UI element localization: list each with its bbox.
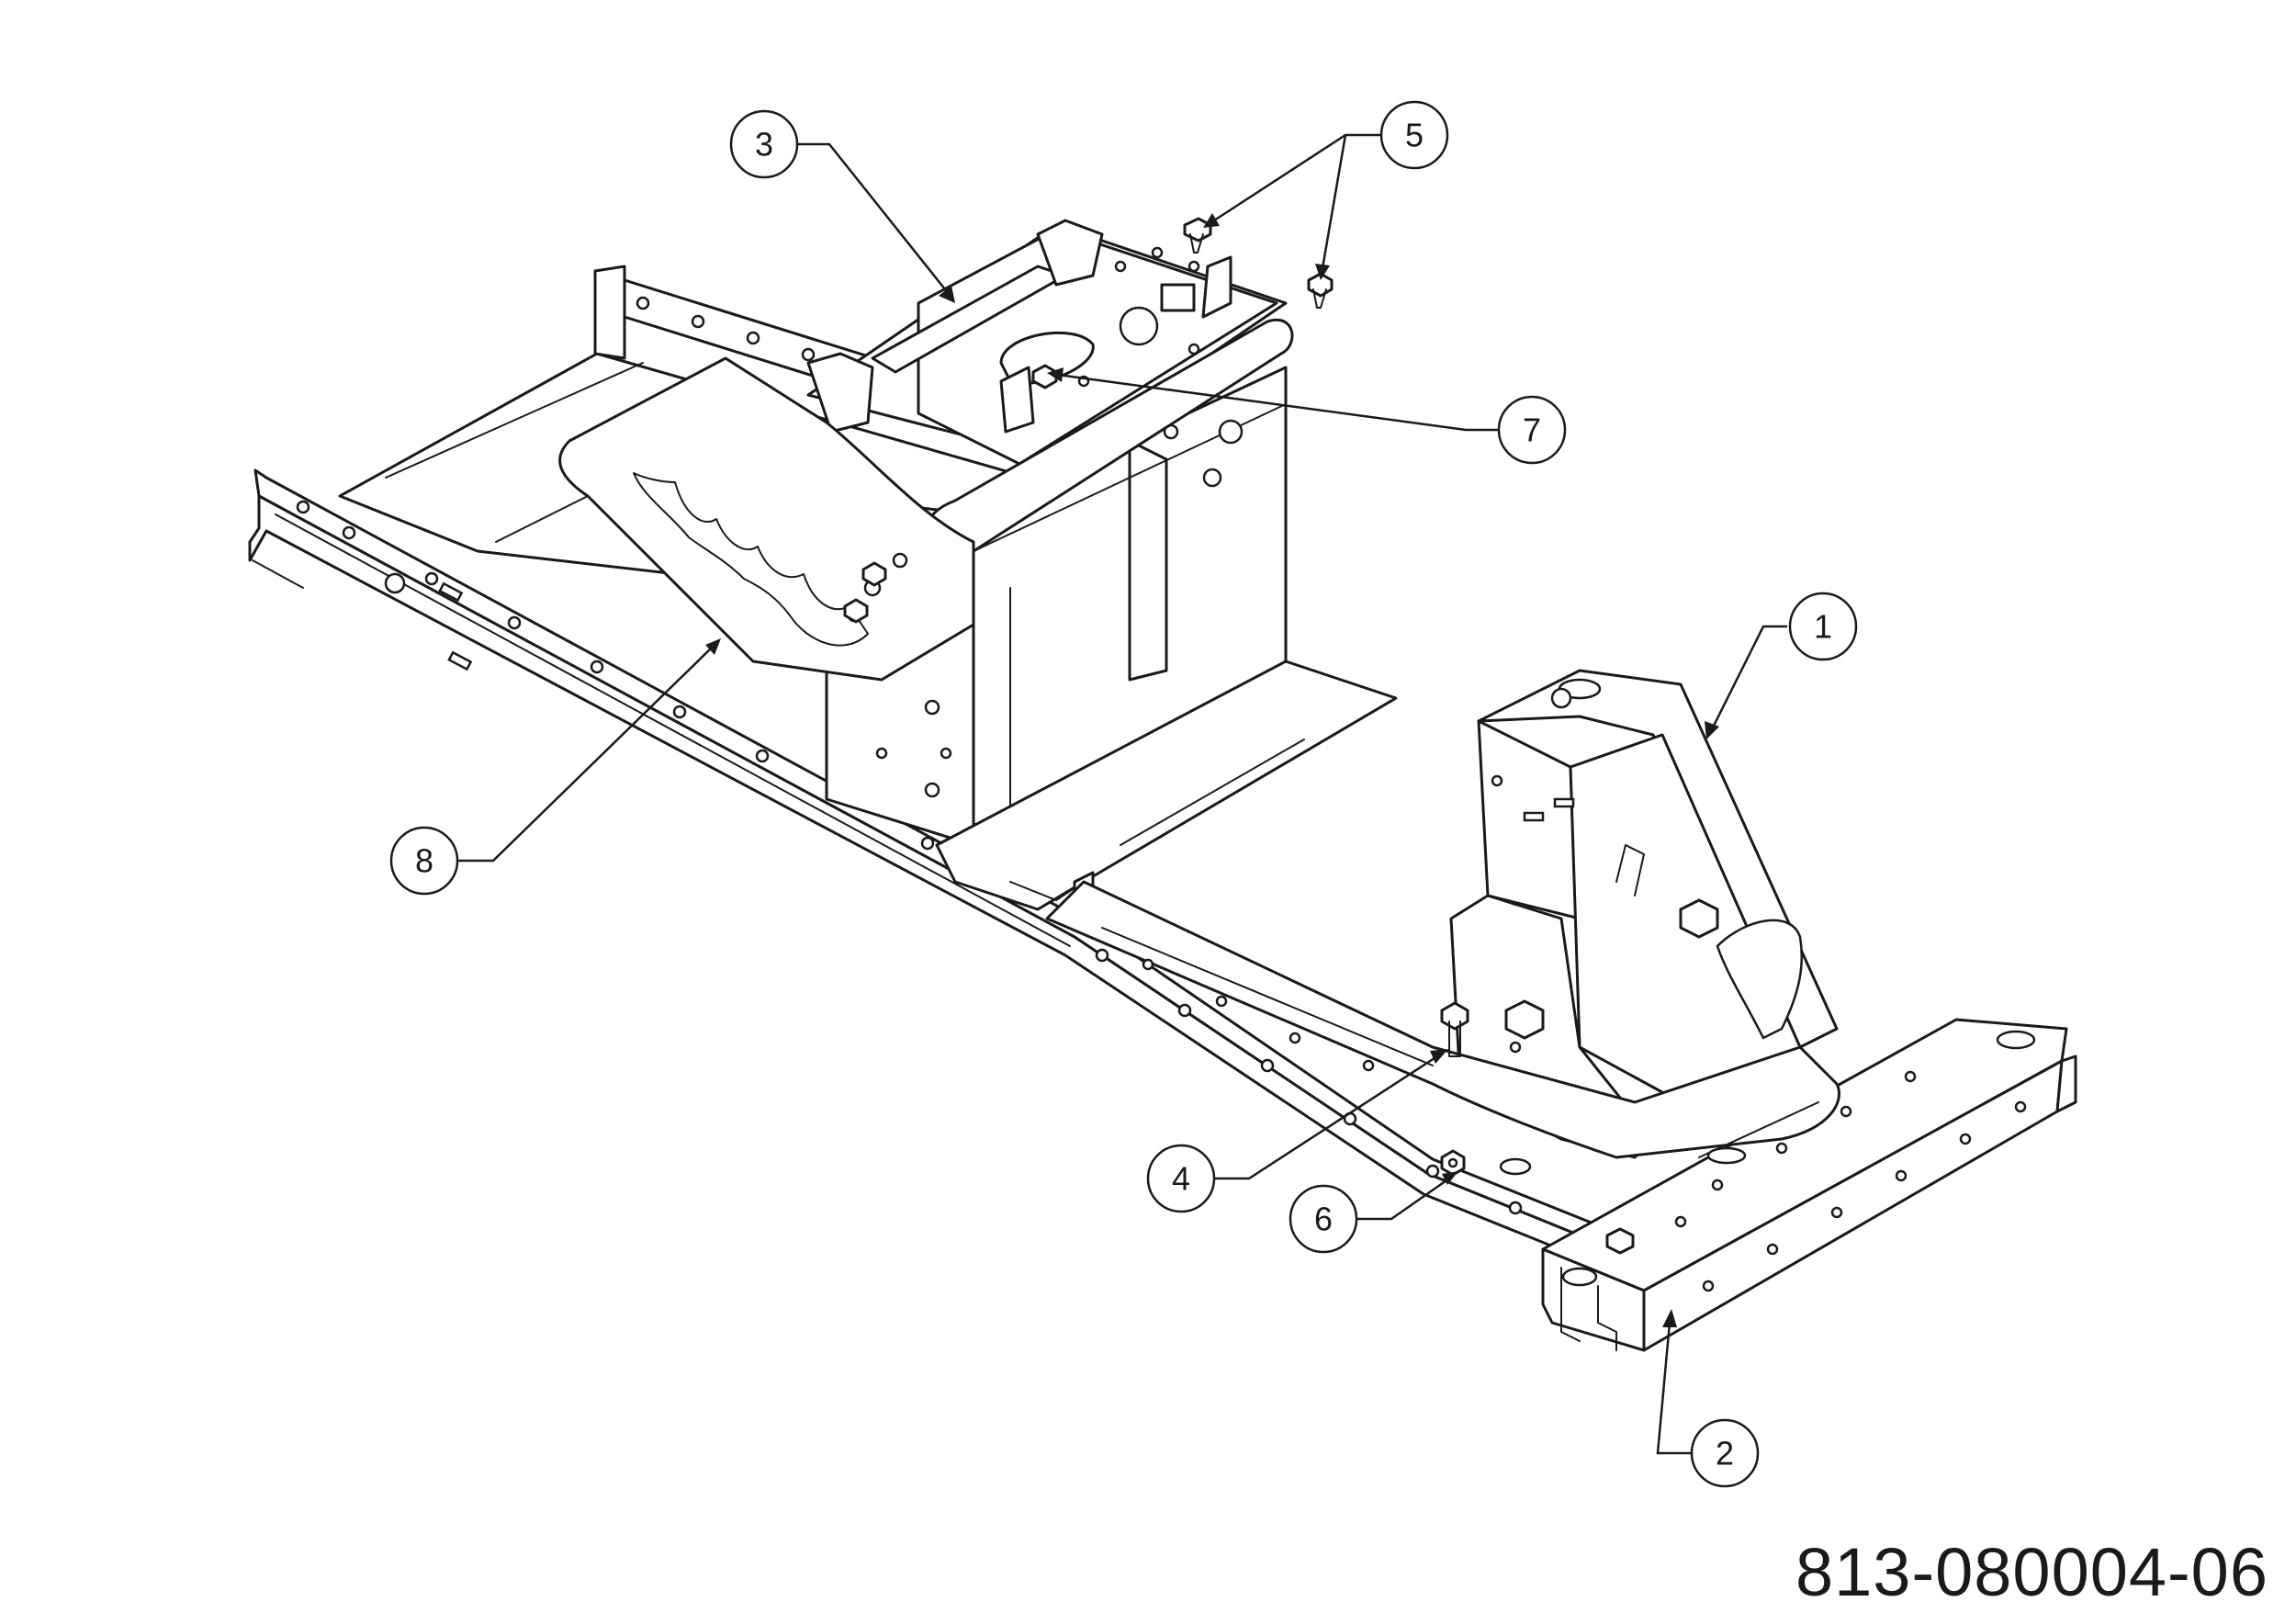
leader-1 (1705, 625, 1787, 739)
dash-tower (806, 219, 1294, 553)
front-axle (1541, 1018, 2077, 1352)
bolt-front (1605, 1227, 1635, 1255)
drawing-number: 813-080004-06 (1795, 1534, 2268, 1610)
callout-3: 3 (729, 109, 799, 179)
bolt-8a (861, 561, 887, 587)
callout-5: 5 (1379, 100, 1449, 170)
callout-1-label: 1 (1814, 608, 1832, 646)
bolt-8b (843, 598, 869, 624)
callout-2: 2 (1690, 1418, 1760, 1488)
leader-2 (1656, 1309, 1692, 1455)
leader-3 (797, 142, 955, 303)
leader-4 (1214, 1049, 1448, 1180)
bolt-5b (1307, 272, 1334, 309)
callout-4-label: 4 (1172, 1160, 1190, 1198)
callout-6: 6 (1289, 1184, 1358, 1254)
callout-8-label: 8 (415, 842, 433, 880)
callout-8: 8 (389, 826, 459, 896)
callout-6-label: 6 (1314, 1201, 1333, 1238)
leader-6 (1356, 1171, 1458, 1221)
right-frame-rail (1045, 880, 1840, 1176)
callout-7-label: 7 (1523, 412, 1541, 449)
leader-7 (1047, 367, 1499, 432)
bolt-5a (1183, 217, 1212, 254)
front-axle-bracket (1449, 669, 1839, 1159)
leader-5 (1203, 133, 1380, 280)
shift-plate (558, 356, 975, 682)
callout-4: 4 (1146, 1144, 1216, 1213)
bolt-4 (1440, 1001, 1469, 1057)
callout-1: 1 (1788, 592, 1858, 661)
callout-3-label: 3 (755, 126, 773, 164)
callout-7: 7 (1497, 395, 1567, 465)
callout-2-label: 2 (1716, 1435, 1734, 1472)
bolt-7 (1031, 364, 1058, 389)
leader-8 (457, 638, 721, 863)
nut-6 (1440, 1149, 1466, 1177)
left-frame-rail (248, 468, 1618, 1269)
callout-5-label: 5 (1405, 117, 1424, 154)
